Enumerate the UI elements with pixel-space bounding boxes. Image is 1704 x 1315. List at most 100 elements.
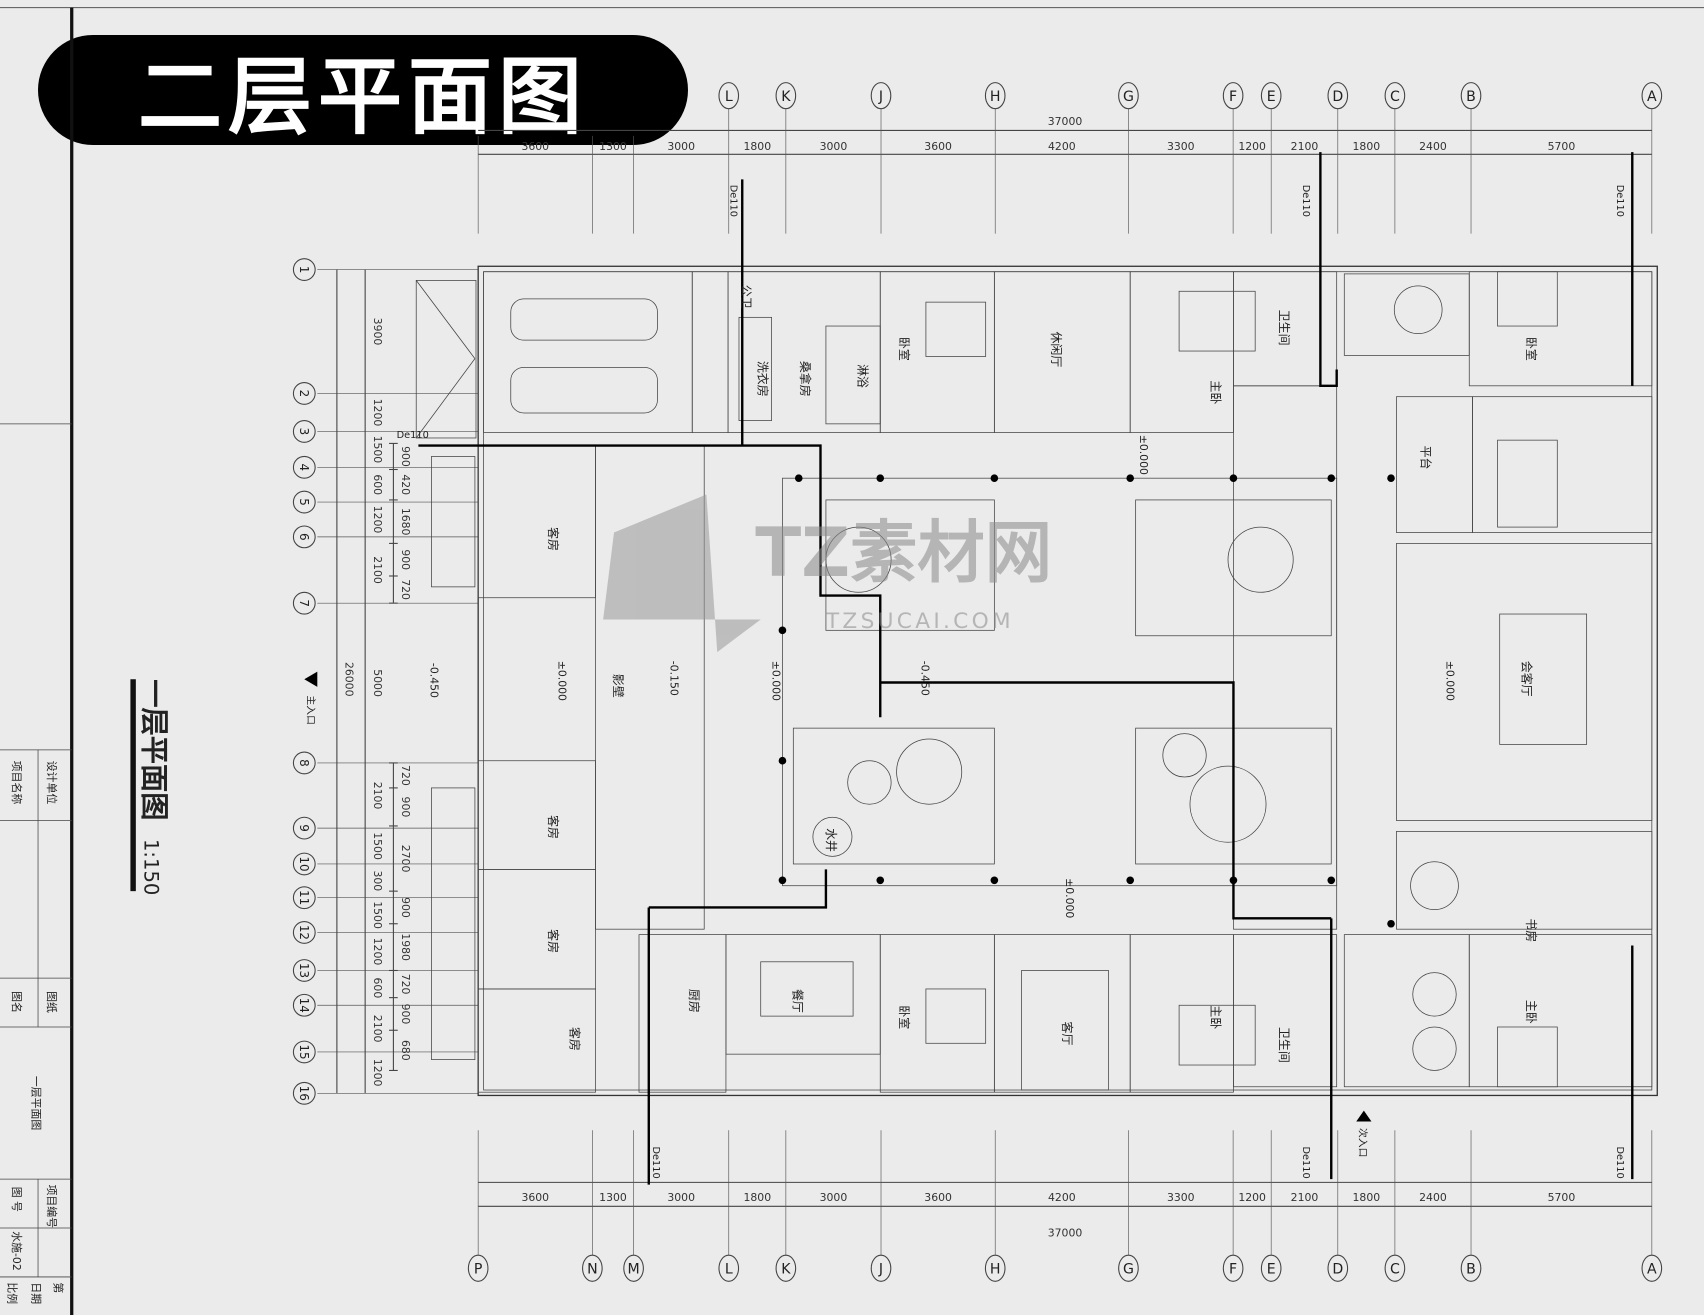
axis-bubble	[1118, 82, 1139, 110]
dimension-label: 3000	[820, 140, 848, 153]
axis-label: 12	[297, 925, 311, 940]
axis-label: F	[1229, 1262, 1237, 1278]
tb-page-label: 第	[51, 1282, 65, 1293]
elevation-marks: -0.450 ±0.000 -0.150 ±0.000 -0.450 ±0.00…	[427, 435, 1456, 919]
axis-bubble	[292, 959, 316, 982]
structural-columns	[778, 474, 1395, 928]
axis-label: K	[781, 89, 791, 105]
dimension-label: 1800	[743, 1191, 771, 1204]
axis-label: 6	[297, 533, 311, 541]
watermark-logo-icon	[603, 494, 761, 653]
room-terrace: 平台	[1418, 446, 1433, 470]
axis-bubble	[292, 382, 316, 405]
axis-label: 10	[297, 856, 311, 871]
axis-label: 8	[297, 759, 311, 767]
axis-label: P	[474, 1262, 483, 1278]
axis-label: 14	[297, 998, 311, 1013]
tree-icon	[1227, 526, 1294, 593]
pipes	[418, 152, 1634, 1185]
dimension-label: 2400	[1419, 1191, 1447, 1204]
dimension-label: 900	[399, 797, 412, 818]
axis-label: A	[1647, 1262, 1657, 1278]
pipe-labels: De110 De110 De110 De110 De110 De110 De11…	[397, 185, 1625, 1179]
tb-project-name: 项目名称	[10, 761, 24, 805]
dimension-label: 2400	[1419, 140, 1447, 153]
axis-bubble	[1118, 1254, 1139, 1282]
dimension-label: 3600	[521, 1191, 549, 1204]
axis-label: E	[1267, 89, 1276, 105]
column-marker	[1229, 474, 1238, 482]
axis-label: C	[1390, 89, 1400, 105]
pipe-label: De110	[650, 1147, 661, 1179]
axis-bubble	[1384, 82, 1406, 110]
elevation-label: ±0.000	[1443, 661, 1456, 701]
room-guest: 客房	[546, 527, 561, 551]
dimension-label: 680	[399, 1040, 412, 1061]
dimension-label: 1500	[371, 436, 384, 464]
axis-label: N	[587, 1262, 598, 1278]
axis-label: 11	[297, 890, 311, 905]
dimension-label: 1300	[599, 1191, 627, 1204]
dimension-label: 2100	[371, 1015, 384, 1043]
dimension-label: 1200	[1238, 140, 1266, 153]
axis-bubble	[870, 1254, 892, 1282]
dimension-label: 3600	[924, 140, 952, 153]
secondary-entrance-label: 次入口	[1357, 1128, 1370, 1157]
axis-label: 5	[297, 498, 311, 506]
axis-label: 15	[297, 1044, 311, 1059]
axis-label: G	[1123, 89, 1134, 105]
tb-scale-label: 比例	[6, 1282, 20, 1304]
column-marker	[1229, 876, 1238, 885]
axis-bubble	[292, 591, 316, 615]
axis-bubble	[292, 420, 316, 443]
bed-icon	[1497, 1026, 1558, 1088]
dimension-label: 1800	[743, 140, 771, 153]
room-master-bedroom: 主卧	[1209, 1005, 1223, 1029]
column-marker	[1126, 876, 1135, 885]
axis-bubble	[292, 525, 316, 549]
room-reception: 会客厅	[1520, 661, 1535, 697]
axis-label: L	[725, 1262, 733, 1278]
entrance-arrow-icon	[304, 671, 318, 687]
dimension-label: 2100	[1291, 1191, 1319, 1204]
watermark-url: TZSUCAI.COM	[825, 609, 1014, 634]
column-marker	[778, 626, 787, 635]
room-guest: 客房	[546, 815, 561, 839]
bed-icon	[925, 988, 987, 1044]
room-guest: 客房	[546, 929, 561, 953]
bed-icon	[925, 301, 987, 357]
room-guest: 客房	[568, 1027, 583, 1051]
axis-bubble	[292, 455, 316, 479]
car-icon	[510, 366, 658, 414]
dimension-label: 420	[399, 474, 412, 495]
pipe-label: De110	[1300, 1147, 1311, 1179]
dimension-label: 2100	[371, 556, 384, 584]
room-bedroom: 卧室	[1524, 337, 1539, 361]
room-living: 客厅	[1060, 1022, 1075, 1046]
total-dimension-label: 37000	[1048, 115, 1083, 128]
axis-label: A	[1647, 89, 1657, 105]
side-title-name: 一层平面图	[138, 679, 171, 820]
column-marker	[778, 756, 787, 765]
pipe-label: De110	[397, 430, 429, 441]
total-dimension-label: 26000	[343, 662, 356, 697]
elevation-label: -0.150	[668, 661, 681, 696]
axis-label: 13	[297, 963, 311, 978]
axis-bubble	[1222, 1254, 1244, 1282]
axis-bubble	[1260, 82, 1282, 110]
axis-bubble	[984, 82, 1006, 110]
axis-bubble	[582, 1254, 603, 1282]
axis-label: B	[1466, 89, 1476, 105]
column-marker	[1327, 876, 1336, 885]
room-labels: 公卫 洗衣房 桑拿房 淋浴 卧室 休闲厅 主卧 卫生间 卧室 平台 客房 客房 …	[546, 285, 1539, 1063]
axis-label: D	[1332, 89, 1343, 105]
room-bedroom: 卧室	[897, 1005, 912, 1029]
total-dimension-label: 37000	[1048, 1227, 1083, 1240]
room-screen-wall: 影壁	[611, 674, 626, 698]
axis-label: H	[990, 1262, 1001, 1278]
pipe-label: De110	[1614, 1147, 1625, 1179]
tb-design-unit: 设计单位	[45, 761, 59, 805]
axis-label: 9	[297, 824, 311, 832]
sofa-set-icon	[1021, 970, 1109, 1091]
